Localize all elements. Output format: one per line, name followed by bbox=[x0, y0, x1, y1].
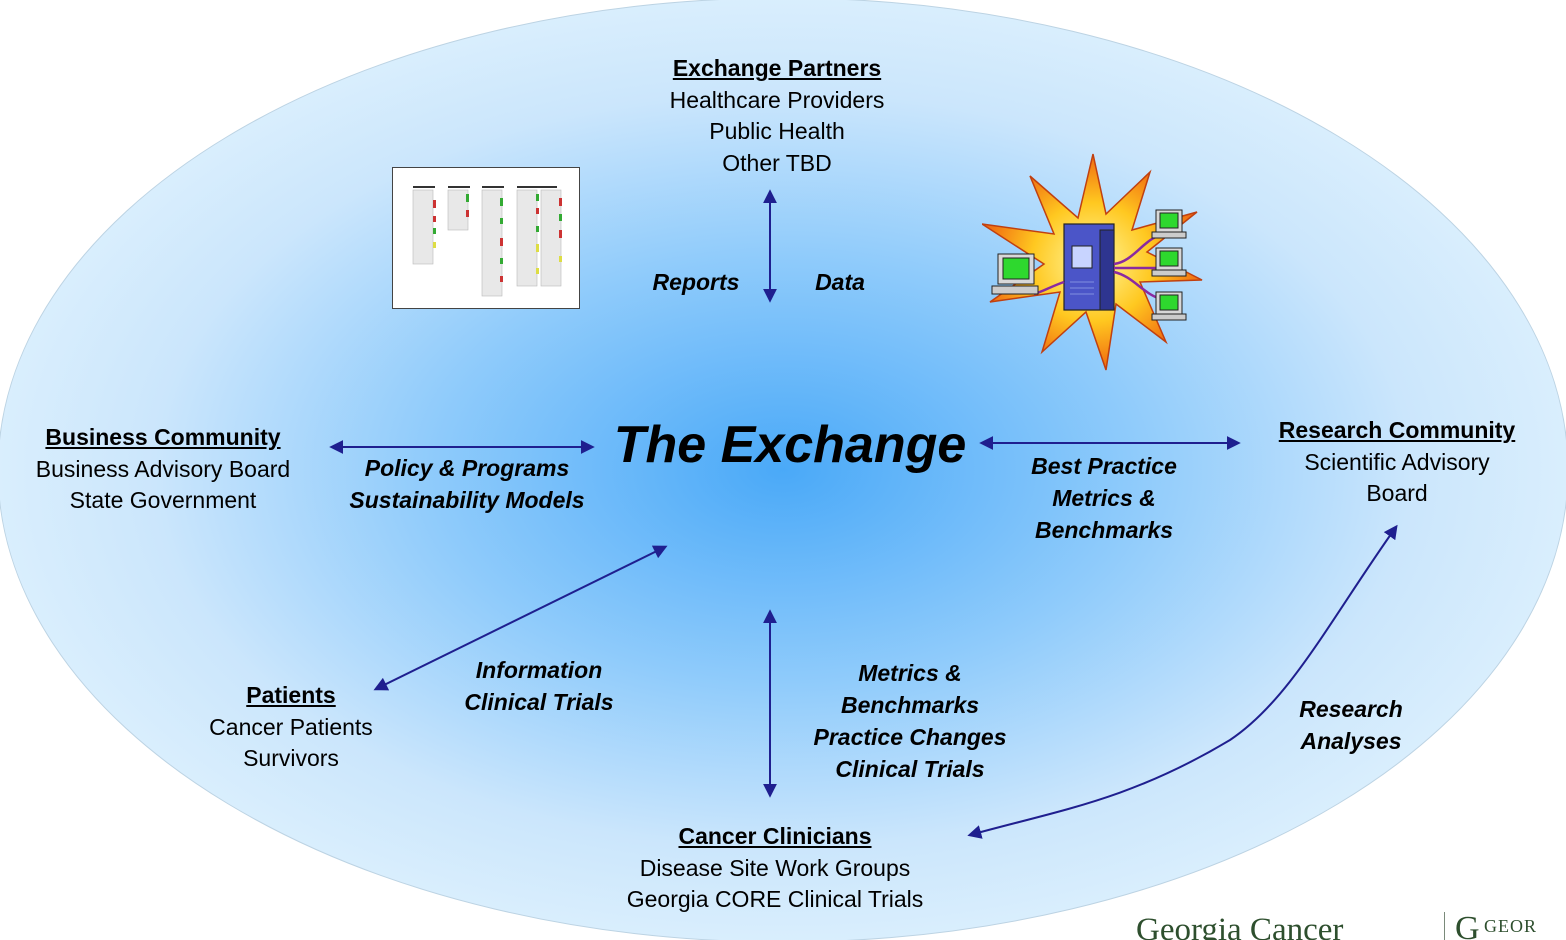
node-business-community: Business Community Business Advisory Boa… bbox=[5, 422, 321, 517]
flow-line: Benchmarks bbox=[1034, 517, 1174, 543]
node-line: Public Health bbox=[709, 118, 845, 144]
logo-text: Georgia Cancer bbox=[1136, 912, 1344, 940]
exchange-title: The Exchange bbox=[613, 416, 967, 474]
node-line: Survivors bbox=[243, 745, 339, 771]
georgia-cancer-logo: Georgia Cancer G GEOR bbox=[1132, 912, 1566, 940]
node-line: Business Advisory Board bbox=[35, 455, 291, 482]
arrow-research-clinicians bbox=[967, 524, 1398, 839]
report-document-icon bbox=[392, 167, 580, 309]
node-heading: Research Community bbox=[1278, 417, 1516, 443]
flow-line: Policy & Programs bbox=[364, 455, 570, 481]
flow-label-research: Best Practice Metrics & Benchmarks bbox=[1000, 450, 1208, 546]
node-line: Scientific Advisory bbox=[1304, 448, 1490, 475]
flow-label-research-analyses: Research Analyses bbox=[1270, 693, 1432, 757]
node-patients: Patients Cancer Patients Survivors bbox=[176, 680, 406, 775]
flow-line: Practice Changes bbox=[813, 724, 1007, 750]
node-heading: Exchange Partners bbox=[672, 55, 882, 81]
node-line: Board bbox=[1366, 480, 1428, 506]
flow-line: Research bbox=[1299, 696, 1403, 722]
node-line: Disease Site Work Groups bbox=[639, 854, 911, 881]
node-exchange-partners: Exchange Partners Healthcare Providers P… bbox=[627, 53, 927, 179]
node-line: Healthcare Providers bbox=[669, 86, 885, 113]
node-heading: Patients bbox=[246, 682, 336, 708]
node-line: Cancer Patients bbox=[209, 713, 373, 740]
logo-divider bbox=[1444, 912, 1445, 940]
flow-label-data: Data bbox=[815, 269, 865, 295]
flow-label-business: Policy & Programs Sustainability Models bbox=[326, 452, 608, 516]
flow-line: Metrics & bbox=[858, 660, 962, 686]
node-line: Other TBD bbox=[722, 149, 832, 176]
node-line: State Government bbox=[69, 487, 257, 513]
flow-line: Analyses bbox=[1300, 728, 1402, 754]
flow-line: Metrics & bbox=[1052, 485, 1156, 511]
node-heading: Business Community bbox=[45, 424, 281, 450]
network-server-icon bbox=[982, 153, 1203, 371]
arrow-patients-exchange bbox=[373, 545, 668, 691]
node-heading: Cancer Clinicians bbox=[678, 823, 872, 849]
node-cancer-clinicians: Cancer Clinicians Disease Site Work Grou… bbox=[595, 821, 955, 916]
logo-mark: G bbox=[1455, 912, 1480, 940]
flow-line: Best Practice bbox=[1031, 453, 1177, 479]
logo-text-secondary: GEOR bbox=[1484, 916, 1537, 936]
flow-line: Clinical Trials bbox=[835, 756, 985, 782]
flow-label-clinicians: Metrics & Benchmarks Practice Changes Cl… bbox=[788, 657, 1032, 785]
node-research-community: Research Community Scientific Advisory B… bbox=[1250, 415, 1544, 510]
flow-line: Clinical Trials bbox=[464, 689, 614, 715]
flow-label-reports: Reports bbox=[652, 269, 740, 295]
flow-label-patients: Information Clinical Trials bbox=[430, 654, 648, 718]
flow-line: Sustainability Models bbox=[349, 487, 585, 513]
node-line: Georgia CORE Clinical Trials bbox=[626, 886, 924, 912]
flow-line: Benchmarks bbox=[840, 692, 980, 718]
flow-line: Information bbox=[475, 657, 603, 683]
